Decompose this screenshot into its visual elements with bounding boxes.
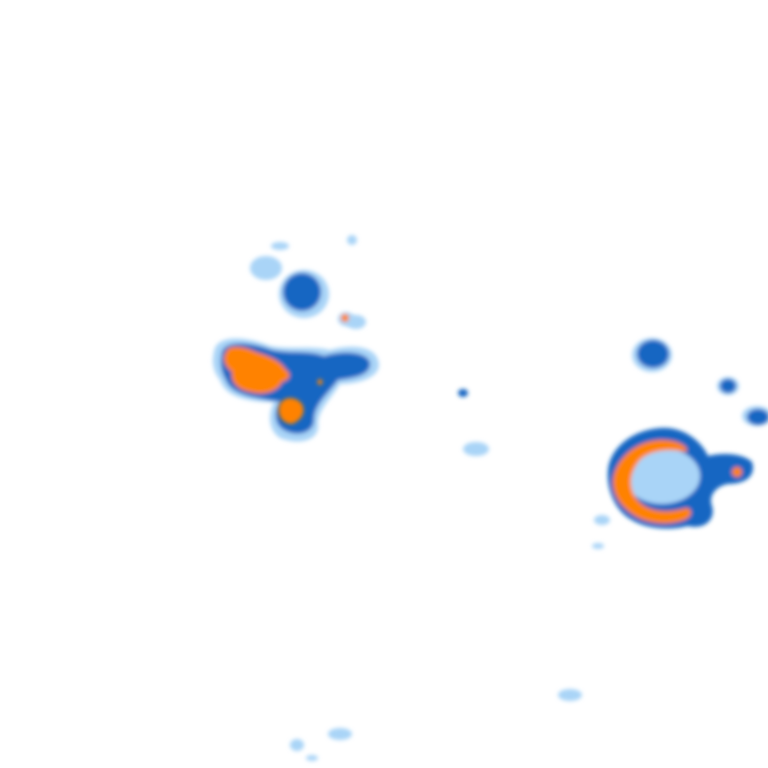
northeast-cell <box>458 338 768 426</box>
ring-cell-east <box>607 427 753 529</box>
west-large-cell <box>212 338 379 442</box>
west-small-core-cell <box>278 312 354 424</box>
northwest-cell <box>279 270 329 318</box>
